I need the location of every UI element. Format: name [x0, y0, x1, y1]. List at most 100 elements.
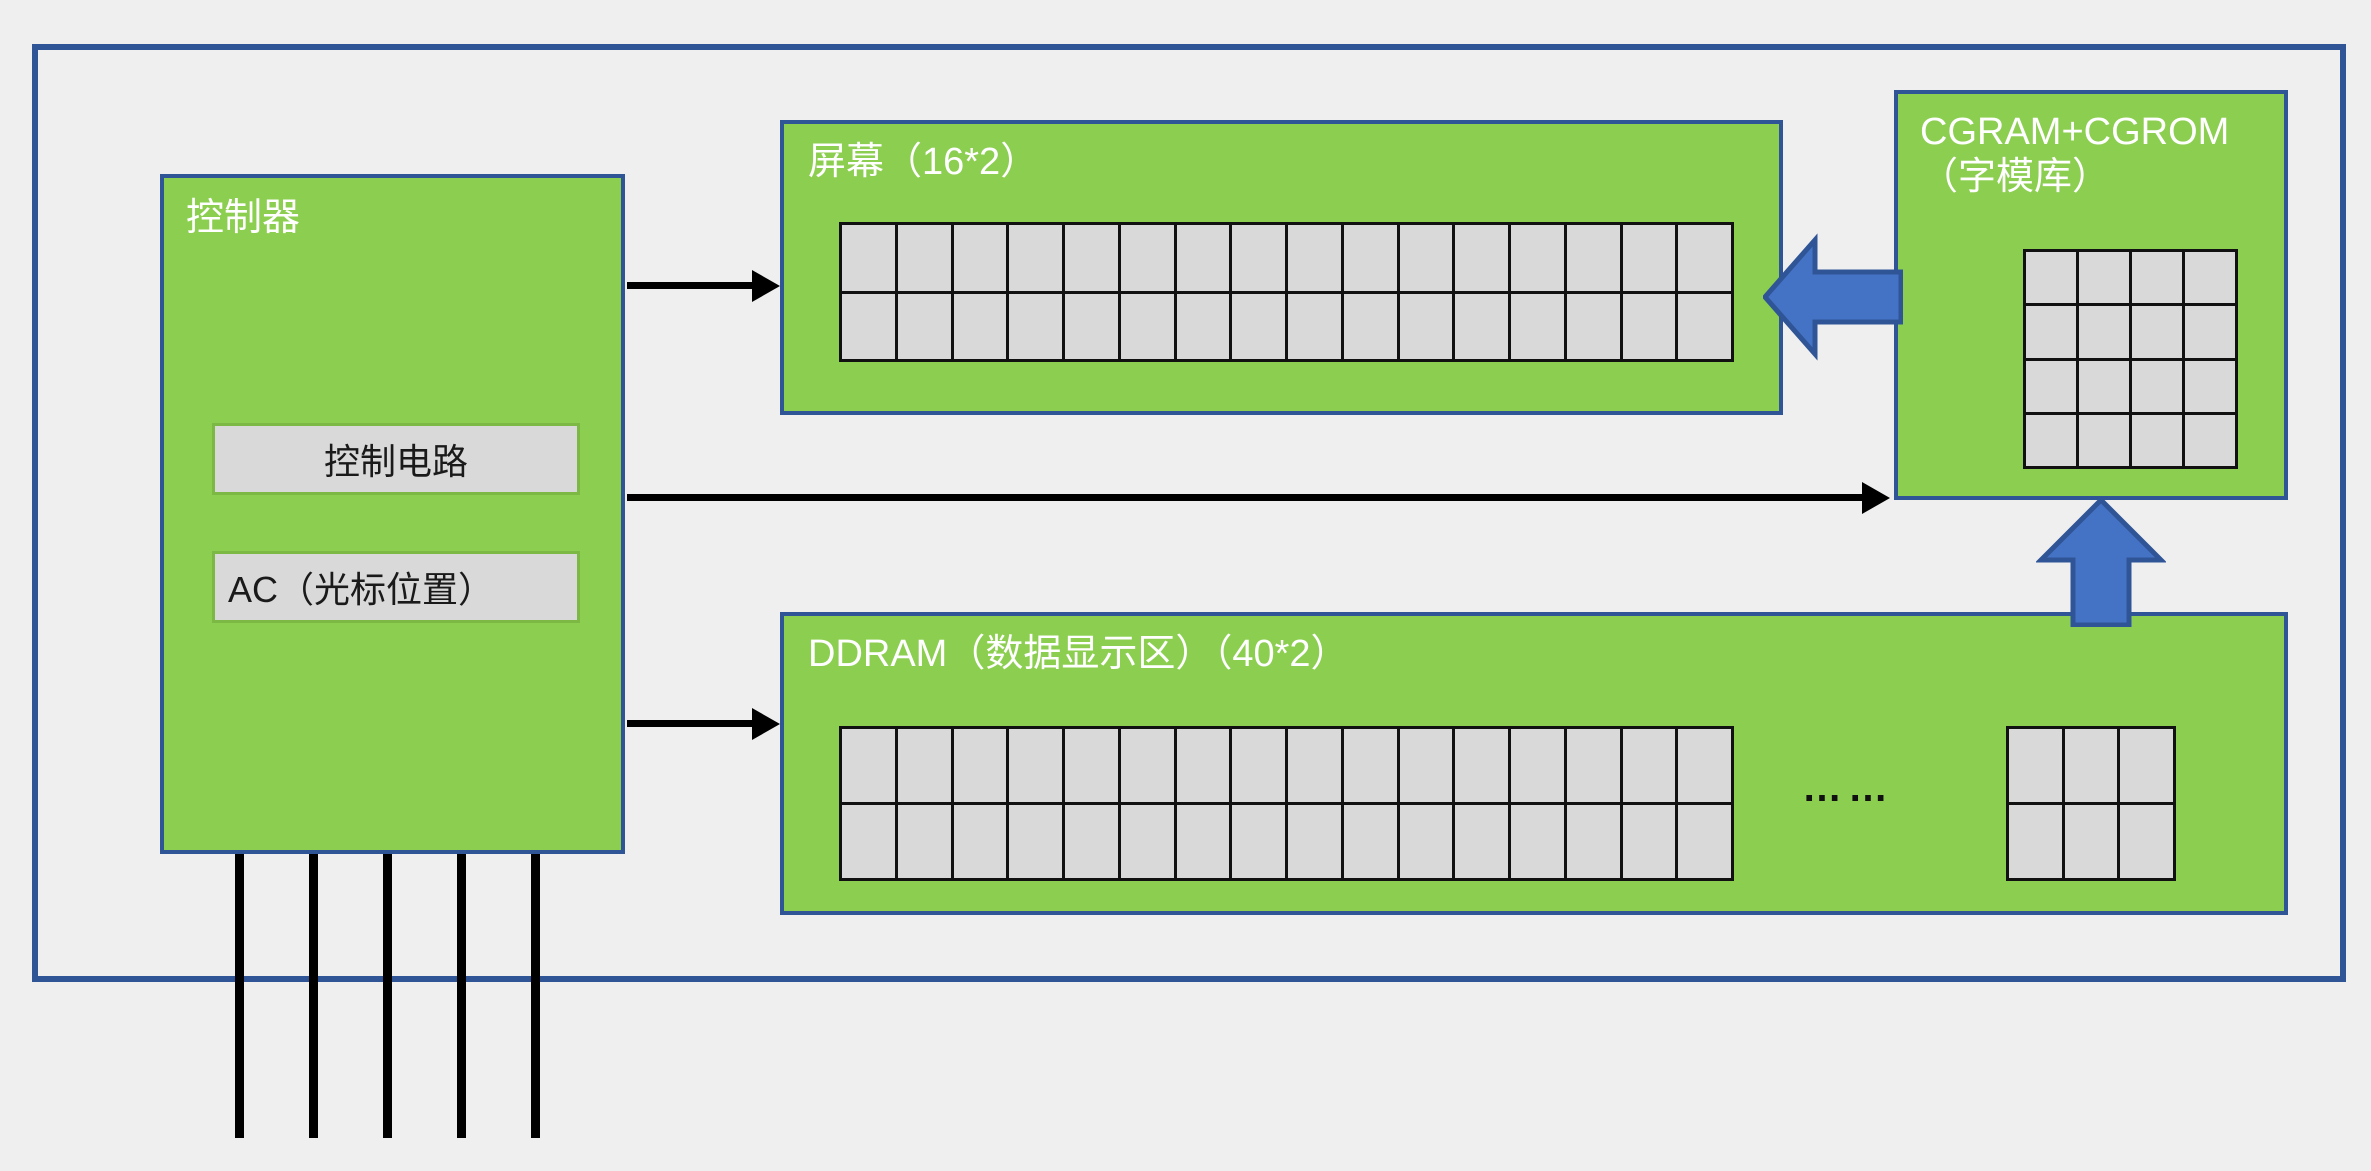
- character-cell: [1455, 293, 1508, 359]
- character-cell: [2064, 805, 2118, 878]
- character-cell: [1288, 293, 1341, 359]
- controller-to-cgram-arrowhead-icon: [1862, 482, 1890, 514]
- character-cell: [1009, 805, 1062, 878]
- character-cell: [2185, 252, 2235, 304]
- character-cell: [953, 225, 1007, 291]
- character-cell: [2079, 306, 2129, 358]
- character-cell: [1622, 225, 1676, 291]
- character-cell: [1566, 225, 1620, 291]
- character-cell: [1065, 225, 1118, 291]
- character-cell: [897, 729, 951, 802]
- character-cell: [1343, 225, 1397, 291]
- character-cell: [1288, 225, 1341, 291]
- character-cell: [2120, 729, 2173, 802]
- character-cell: [1678, 293, 1731, 359]
- character-cell: [1678, 225, 1731, 291]
- character-cell: [2079, 360, 2129, 412]
- character-cell: [2132, 306, 2182, 358]
- character-cell: [2026, 414, 2076, 466]
- controller-pin-wire: [531, 854, 540, 1138]
- character-cell: [1232, 729, 1285, 802]
- ddram-block[interactable]: DDRAM（数据显示区）（40*2） ……: [780, 612, 2288, 915]
- character-cell: [897, 293, 951, 359]
- character-cell: [1511, 293, 1564, 359]
- character-cell: [897, 805, 951, 878]
- character-cell: [2009, 729, 2062, 802]
- cgram-font-pattern-grid: [2023, 249, 2238, 469]
- character-cell: [1455, 729, 1508, 802]
- character-cell: [2064, 729, 2118, 802]
- controller-title: 控制器: [186, 197, 301, 239]
- character-cell: [2026, 360, 2076, 412]
- character-cell: [1343, 805, 1397, 878]
- controller-to-ddram-line: [627, 720, 757, 727]
- character-cell: [1176, 729, 1230, 802]
- character-cell: [1120, 805, 1174, 878]
- character-cell: [1232, 293, 1285, 359]
- character-cell: [953, 805, 1007, 878]
- character-cell: [1678, 729, 1731, 802]
- cgram-to-screen-block-arrow-left-icon: [1761, 232, 1904, 362]
- character-cell: [1120, 293, 1174, 359]
- character-cell: [2079, 414, 2129, 466]
- character-cell: [1232, 805, 1285, 878]
- ddram-ellipsis: ……: [1802, 766, 1894, 810]
- character-cell: [842, 805, 895, 878]
- character-cell: [2009, 805, 2062, 878]
- character-cell: [1566, 293, 1620, 359]
- character-cell: [1622, 729, 1676, 802]
- character-cell: [1009, 225, 1062, 291]
- character-cell: [842, 293, 895, 359]
- screen-title: 屏幕（16*2）: [808, 141, 1039, 183]
- character-cell: [842, 729, 895, 802]
- controller-pin-wire: [383, 854, 392, 1138]
- character-cell: [1511, 225, 1564, 291]
- controller-pin-wire: [457, 854, 466, 1138]
- controller-to-cgram-line: [627, 494, 1867, 501]
- character-cell: [1065, 729, 1118, 802]
- character-cell: [1399, 805, 1453, 878]
- character-cell: [953, 729, 1007, 802]
- character-cell: [1399, 225, 1453, 291]
- character-cell: [842, 225, 895, 291]
- screen-block[interactable]: 屏幕（16*2）: [780, 120, 1783, 415]
- character-cell: [1232, 225, 1285, 291]
- character-cell: [1288, 805, 1341, 878]
- control-circuit-box[interactable]: 控制电路: [212, 423, 580, 495]
- character-cell: [1566, 729, 1620, 802]
- ddram-character-grid: [839, 726, 1734, 881]
- character-cell: [1120, 225, 1174, 291]
- character-cell: [2185, 306, 2235, 358]
- character-cell: [1176, 293, 1230, 359]
- ddram-title: DDRAM（数据显示区）（40*2）: [808, 633, 1349, 675]
- character-cell: [1622, 805, 1676, 878]
- controller-to-screen-arrowhead-icon: [752, 270, 780, 302]
- character-cell: [2185, 360, 2235, 412]
- character-cell: [1176, 805, 1230, 878]
- controller-block[interactable]: 控制器 控制电路 AC（光标位置）: [160, 174, 625, 854]
- character-cell: [2079, 252, 2129, 304]
- character-cell: [1288, 729, 1341, 802]
- controller-pin-wire: [309, 854, 318, 1138]
- controller-to-screen-line: [627, 282, 757, 289]
- ddram-tail-grid: [2006, 726, 2176, 881]
- character-cell: [2026, 306, 2076, 358]
- address-counter-box[interactable]: AC（光标位置）: [212, 551, 580, 623]
- character-cell: [2185, 414, 2235, 466]
- character-cell: [1343, 729, 1397, 802]
- character-cell: [2026, 252, 2076, 304]
- cgram-cgrom-block[interactable]: CGRAM+CGROM （字模库）: [1894, 90, 2288, 500]
- character-cell: [1065, 805, 1118, 878]
- character-cell: [1120, 729, 1174, 802]
- character-cell: [1399, 293, 1453, 359]
- character-cell: [1065, 293, 1118, 359]
- character-cell: [897, 225, 951, 291]
- character-cell: [1511, 805, 1564, 878]
- character-cell: [1566, 805, 1620, 878]
- character-cell: [1343, 293, 1397, 359]
- character-cell: [2132, 360, 2182, 412]
- character-cell: [1455, 225, 1508, 291]
- character-cell: [1399, 729, 1453, 802]
- character-cell: [1176, 225, 1230, 291]
